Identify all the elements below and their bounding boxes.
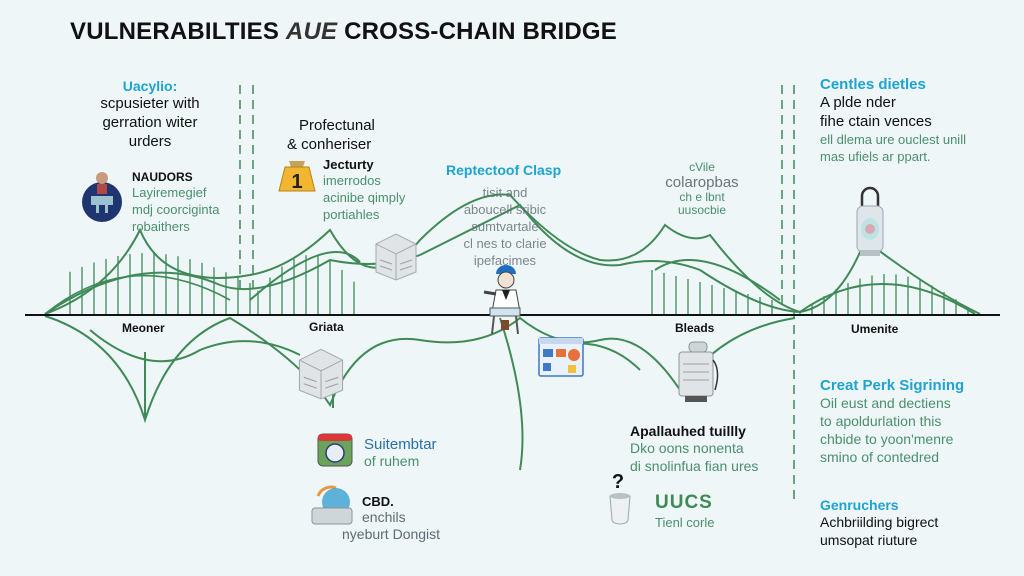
section-heading: NAUDORS xyxy=(132,170,193,184)
section-heading: Centles dietles xyxy=(820,76,926,93)
section-line: portiahles xyxy=(323,207,380,222)
section-line: enchils xyxy=(362,509,406,525)
lower-cable xyxy=(499,317,524,471)
section-line: scpusieter with xyxy=(100,95,200,112)
dashboard-window-illustration xyxy=(538,337,584,377)
section-uucs: UUCS Tienl corle xyxy=(655,492,714,531)
section-heading: CBD. xyxy=(362,494,394,509)
deck-arch xyxy=(249,251,361,301)
section-heading: UUCS xyxy=(655,492,713,513)
section-line: mas ufiels ar ppart. xyxy=(820,149,931,164)
section-line: ipefacimes xyxy=(473,253,537,268)
section-heading: colaropbas xyxy=(665,174,739,191)
section-line: A plde nder xyxy=(820,94,896,111)
deck-arch xyxy=(44,274,231,315)
section-top-left: Uacylio: scpusieter with gerration witer… xyxy=(70,78,230,151)
svg-text:?: ? xyxy=(612,471,624,493)
section-naudors: NAUDORS Layiremegief mdj coorciginta rob… xyxy=(132,170,219,235)
upper-cable xyxy=(44,203,801,315)
section-line: Oil eust and dectiens xyxy=(820,395,951,411)
section-heading-line: & conheriser xyxy=(287,136,372,153)
title-part-2: AUE xyxy=(285,18,338,45)
section-line: chbide to yoon'menre xyxy=(820,431,954,447)
person-laptop-icon xyxy=(80,168,124,224)
section-line: ch e lbnt xyxy=(679,190,725,204)
upper-cable xyxy=(44,193,981,315)
section-line: robaithers xyxy=(132,219,190,234)
lantern-lock-icon xyxy=(852,186,888,262)
section-genruchers: Genruchers Achbriilding bigrect umsopat … xyxy=(820,497,938,549)
section-heading: Reptectoof Clasp xyxy=(446,162,562,178)
deck-arch xyxy=(654,259,781,301)
section-line: nyeburt Dongist xyxy=(342,526,441,542)
section-line: imerrodos xyxy=(323,173,381,188)
section-heading: Apallauhed tuillly xyxy=(630,423,746,439)
section-line: fihe ctain vences xyxy=(820,113,932,130)
section-heading: Suitembtar xyxy=(364,436,437,453)
svg-text:1: 1 xyxy=(291,171,302,193)
section-line: sumtvartale xyxy=(471,219,539,234)
section-heading: Uacylio: xyxy=(122,78,178,94)
section-line: smino of contedred xyxy=(820,449,940,465)
page-title: VULNERABILTIES AUE CROSS-CHAIN BRIDGE xyxy=(70,18,617,46)
section-line: urders xyxy=(128,133,172,150)
section-creat-perk: Creat Perk Sigrining Oil eust and dectie… xyxy=(820,377,964,466)
question-cup-icon: ? xyxy=(606,470,634,526)
section-heading: Genruchers xyxy=(820,497,899,513)
lower-cable xyxy=(89,329,301,363)
section-line: mdj coorciginta xyxy=(132,202,220,217)
globe-drive-icon xyxy=(308,482,362,528)
section-line: tisit and xyxy=(482,185,528,200)
deck-label: Bleads xyxy=(675,321,715,335)
section-colaropbas: cVile colaropbas ch e lbnt uusocbie xyxy=(652,160,752,217)
deck-label: Meoner xyxy=(122,321,165,335)
section-line: Achbriilding bigrect xyxy=(820,514,939,530)
section-heading: Jecturty xyxy=(323,157,374,172)
section-suitembtar: Suitembtar of ruhem xyxy=(364,436,437,470)
deck-label: Umenite xyxy=(851,322,899,336)
section-line: cVile xyxy=(689,160,715,174)
weight-one-icon: 1 xyxy=(277,157,317,193)
server-box-illustration xyxy=(370,230,422,282)
section-line: di snolinfua fian ures xyxy=(630,458,759,474)
person-hardhat-illustration xyxy=(472,262,538,338)
server-box-illustration xyxy=(293,345,349,401)
title-part-3: CROSS-CHAIN BRIDGE xyxy=(344,18,618,45)
section-line: gerration witer xyxy=(102,114,198,131)
section-line: Tienl corle xyxy=(655,515,715,530)
section-line: Dko oons nonenta xyxy=(630,440,744,456)
deck-arch xyxy=(799,283,976,315)
section-heading-line: Profectunal xyxy=(299,117,375,134)
section-centles: Centles dietles A plde nder fihe ctain v… xyxy=(820,76,966,165)
section-line: ell dlema ure ouclest unill xyxy=(820,132,966,147)
section-line: uusocbie xyxy=(677,203,727,217)
section-heading: Creat Perk Sigrining xyxy=(820,377,965,394)
section-line: cl nes to clarie xyxy=(463,236,547,251)
title-part-1: VULNERABILTIES xyxy=(70,18,280,45)
section-apallauhed: Apallauhed tuillly Dko oons nonenta di s… xyxy=(630,423,758,475)
machine-device-illustration xyxy=(675,340,723,406)
section-jecturty: Jecturty imerrodos acinibe qimply portia… xyxy=(323,157,405,223)
lower-cable xyxy=(44,315,796,424)
section-reptecto-heading: Reptectoof Clasp xyxy=(446,162,561,178)
section-line: aboucell sribic xyxy=(463,202,547,217)
calendar-badge-icon xyxy=(317,432,353,468)
section-profectunal: Profectunal & conheriser xyxy=(287,116,375,154)
section-cbd: CBD. enchils nyeburt Dongist xyxy=(342,494,440,543)
section-line: Layiremegief xyxy=(132,185,207,200)
section-line: to apoldurlation this xyxy=(820,413,942,429)
section-reptecto: tisit and aboucell sribic sumtvartale cl… xyxy=(450,184,560,269)
section-line: of ruhem xyxy=(364,453,420,469)
section-line: umsopat riuture xyxy=(820,532,918,548)
deck-label: Griata xyxy=(309,320,344,334)
section-line: acinibe qimply xyxy=(323,190,406,205)
